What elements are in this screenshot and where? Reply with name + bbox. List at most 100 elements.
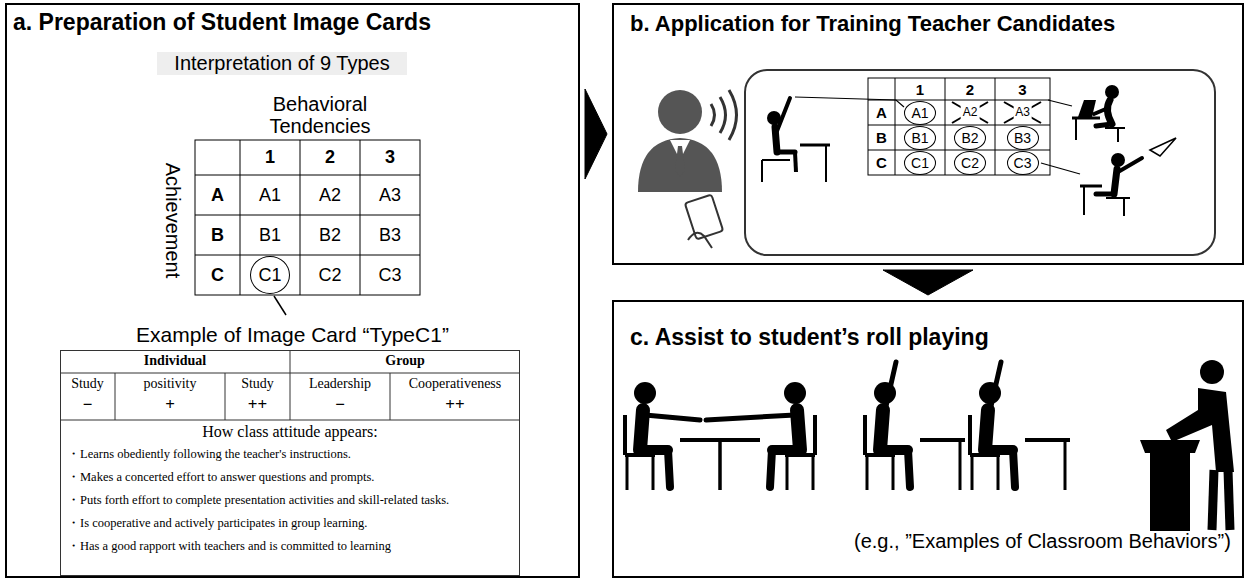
type-grid	[868, 78, 1050, 175]
student-at-laptop	[1105, 85, 1119, 99]
student-throwing-plane	[1096, 192, 1114, 197]
row-header: B	[868, 129, 895, 146]
row-header: A	[868, 104, 895, 121]
type-code: A1	[905, 104, 935, 120]
card-table	[225, 373, 226, 420]
role-play-figures	[1212, 470, 1214, 530]
section-panel: b. Application for Training Teacher Cand…	[612, 3, 1244, 265]
role-play-figures	[970, 382, 1070, 490]
role-play-figures	[715, 382, 815, 490]
crossed-cell: A2	[961, 106, 980, 120]
type-grid	[195, 140, 420, 295]
card-table	[60, 350, 520, 420]
cross-mark	[1004, 102, 1041, 123]
panel-title: c. Assist to student’s roll playing	[630, 324, 989, 350]
cross-mark	[952, 102, 988, 123]
type-grid	[945, 78, 946, 175]
student-at-laptop	[1094, 108, 1108, 114]
student-throwing-plane	[1118, 158, 1142, 172]
type-code: C1	[251, 265, 289, 286]
attitude-item: ・Is cooperative and actively participate…	[67, 516, 367, 530]
type-circle: B2	[954, 126, 986, 150]
leader-line	[1041, 163, 1080, 174]
type-grid	[195, 175, 420, 176]
type-circle: C3	[1007, 151, 1039, 175]
trait-name: Leadership	[290, 376, 390, 392]
panel-title: a. Preparation of Student Image Cards	[13, 9, 431, 35]
attitude-item: ・Learns obediently following the teacher…	[67, 447, 351, 461]
student-at-laptop	[1105, 127, 1125, 129]
card-group-header: Group	[290, 353, 520, 369]
example-caption: (e.g., ”Examples of Classroom Behaviors”…	[854, 530, 1231, 553]
student-at-laptop	[1078, 100, 1096, 117]
attitude-item: ・Puts forth effort to complete presentat…	[67, 493, 449, 507]
student-throwing-plane	[1150, 138, 1176, 156]
table-cell: B2	[300, 225, 360, 246]
trait-rating: ++	[225, 395, 290, 415]
type-code: C2	[955, 154, 985, 170]
type-circle: C1	[904, 151, 936, 175]
type-grid	[300, 140, 301, 295]
type-code: B3	[1008, 129, 1038, 145]
student-raising-hand	[777, 98, 790, 131]
trait-rating: −	[290, 395, 390, 415]
type-code: C3	[1008, 154, 1038, 170]
type-grid	[195, 215, 420, 216]
type-grid	[895, 78, 896, 175]
row-header: A	[195, 185, 240, 206]
leader-line	[274, 296, 286, 315]
row-header: B	[195, 225, 240, 246]
teacher-icon	[658, 90, 702, 134]
crossed-cell: A3	[1013, 106, 1032, 120]
student-raising-hand	[777, 150, 795, 155]
type-code: C1	[905, 154, 935, 170]
axis-label: Behavioral Tendencies	[245, 93, 395, 137]
student-throwing-plane	[1083, 186, 1085, 215]
role-play-figures	[1140, 440, 1200, 453]
column-header: 1	[895, 81, 945, 98]
cross-mark	[952, 102, 1041, 123]
card-table	[115, 373, 116, 420]
teacher-icon	[685, 195, 723, 240]
card-table	[290, 350, 291, 420]
student-at-laptop	[1075, 118, 1077, 140]
type-circle: A1	[904, 101, 936, 125]
type-grid	[360, 140, 361, 295]
table-cell: B3	[360, 225, 420, 246]
student-at-laptop	[1117, 128, 1119, 142]
column-header: 3	[995, 81, 1050, 98]
row-header: C	[195, 265, 240, 286]
column-header: 2	[945, 81, 995, 98]
type-code: B2	[955, 129, 985, 145]
teacher-icon	[688, 233, 712, 248]
trait-name: positivity	[115, 376, 225, 392]
type-circle: B3	[1007, 126, 1039, 150]
student-throwing-plane	[1080, 138, 1176, 216]
table-cell: C2	[300, 265, 360, 286]
type-grid	[195, 255, 420, 256]
role-play-figures	[865, 382, 965, 490]
role-play-figures	[1150, 453, 1190, 531]
trait-name: Study	[225, 376, 290, 392]
panel-title: b. Application for Training Teacher Cand…	[630, 11, 1115, 36]
student-raising-hand	[825, 145, 827, 182]
role-play-figures	[706, 415, 795, 420]
student-raising-hand	[762, 98, 830, 182]
cross-mark	[952, 102, 988, 123]
trait-rating: −	[60, 395, 115, 415]
table-cell: C3	[360, 265, 420, 286]
student-at-laptop	[1107, 100, 1112, 124]
section-panel: c. Assist to student’s roll playing (e.g.…	[612, 300, 1244, 578]
trait-rating: ++	[390, 395, 520, 415]
student-raising-hand	[795, 152, 796, 172]
role-play-figures	[989, 362, 1001, 415]
table-cell: B1	[240, 225, 300, 246]
attitude-item: ・Has a good rapport with teachers and is…	[67, 539, 391, 553]
leader-line	[1048, 100, 1072, 106]
role-play-figures	[625, 382, 725, 490]
section-heading: Example of Image Card “TypeC1”	[7, 323, 578, 347]
type-code: B1	[905, 129, 935, 145]
card-heading: How class attitude appears:	[61, 423, 519, 441]
section-panel: a. Preparation of Student Image CardsInt…	[5, 3, 580, 578]
trait-name: Study	[60, 376, 115, 392]
